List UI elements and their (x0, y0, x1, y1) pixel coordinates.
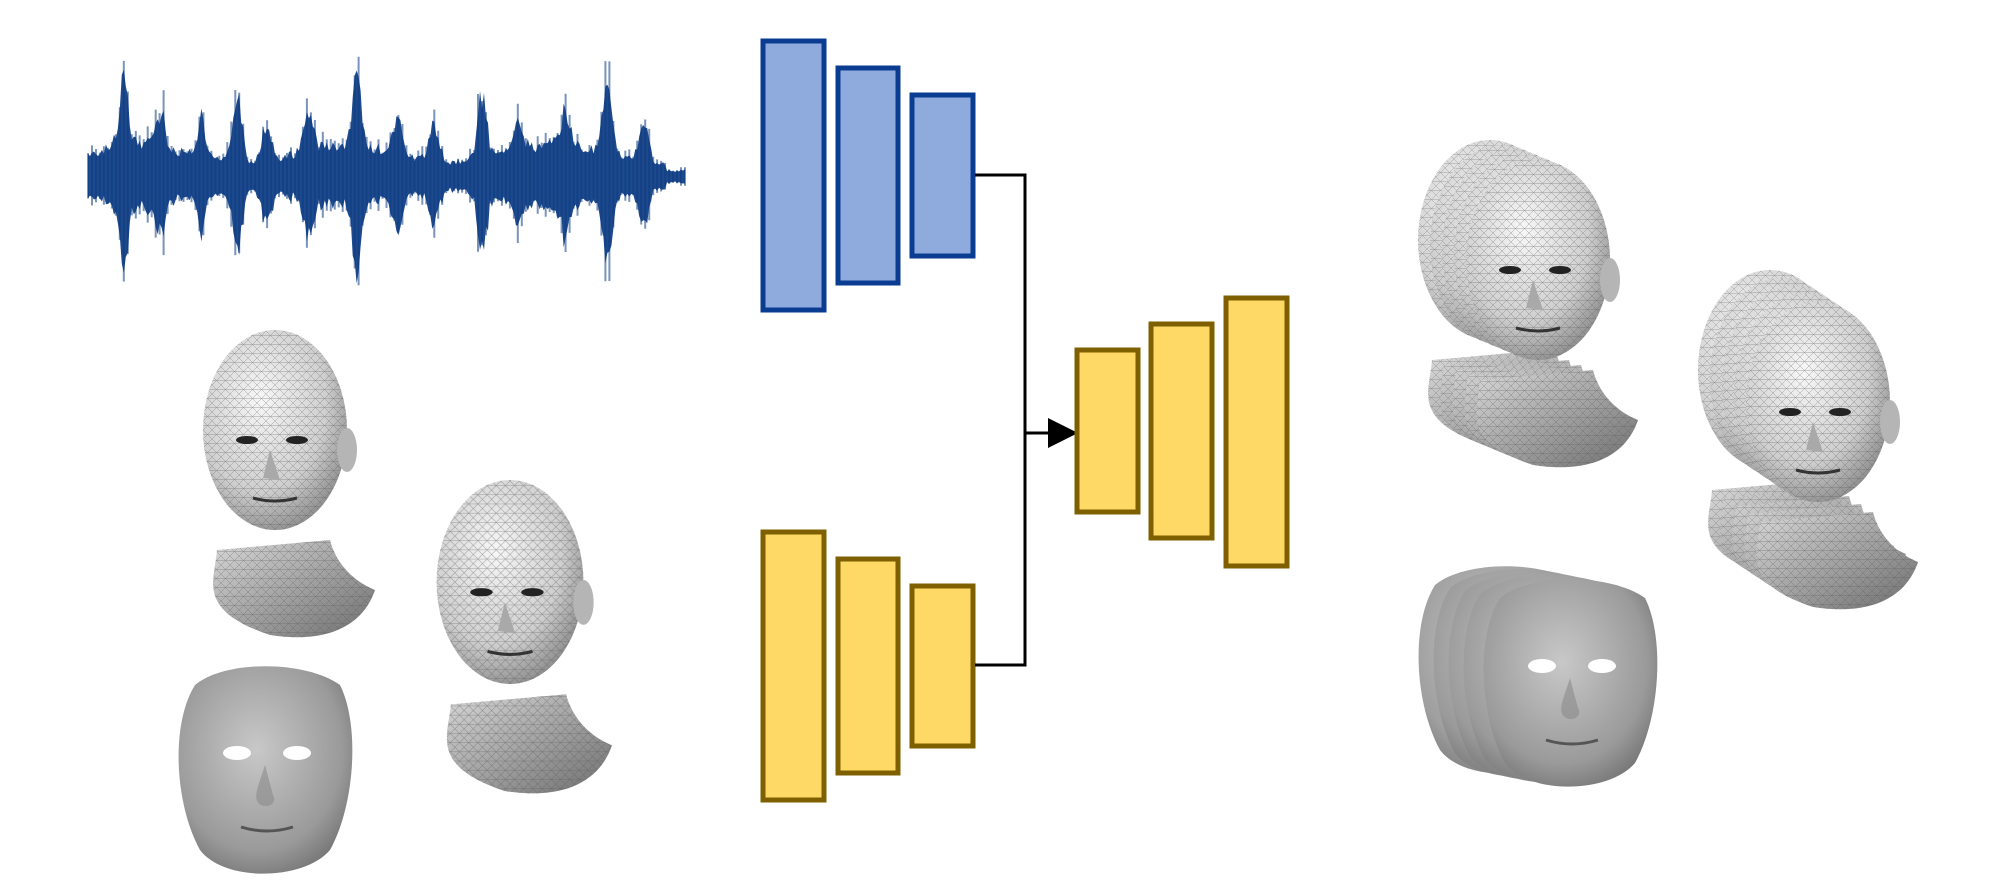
waveform-spikes (87, 56, 686, 286)
mesh-encoder-layer-2 (835, 556, 901, 776)
output-head-mesh-sequence-side (1696, 268, 1920, 611)
audio-encoder (760, 38, 976, 313)
decoder-layer-1 (1074, 347, 1141, 515)
output-face-mask-sequence (1417, 564, 1659, 789)
decoder-layer-3 (1223, 295, 1290, 569)
output-head-mesh-sequence-front (1416, 138, 1640, 469)
input-head-mesh-front (201, 328, 377, 639)
audio-branch-line (975, 173, 1027, 667)
audio-encoder-layer-1 (760, 38, 827, 313)
audio-encoder-layer-2 (835, 65, 901, 286)
audio-waveform (87, 56, 686, 286)
audio-encoder-layer-3 (909, 92, 976, 259)
input-head-mesh-side (435, 478, 614, 795)
decoder-layer-2 (1148, 321, 1215, 541)
mesh-encoder-layer-1 (760, 529, 827, 803)
fusion-connector (975, 173, 1078, 667)
input-face-mask (177, 664, 354, 876)
mesh-encoder (760, 529, 976, 803)
decoder (1074, 295, 1290, 569)
mesh-encoder-layer-3 (909, 583, 976, 749)
